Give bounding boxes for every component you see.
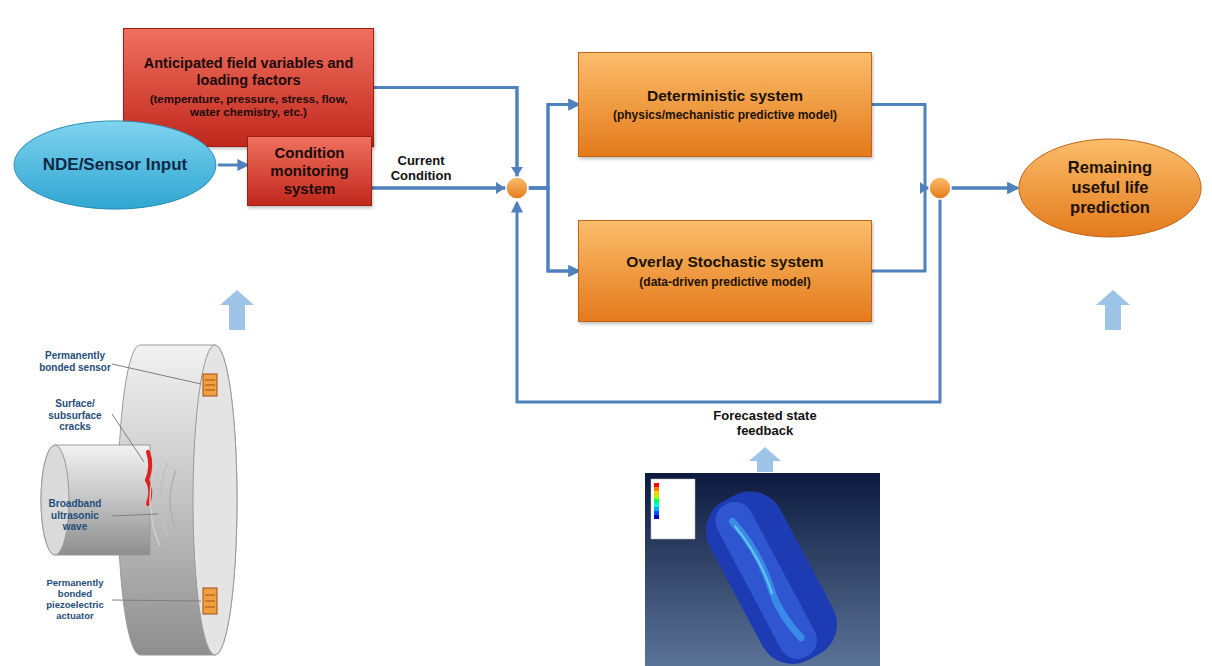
node-title: Anticipated field variables and loading … bbox=[134, 55, 363, 90]
junction-dot bbox=[506, 177, 528, 199]
node-title: Remaining useful life prediction bbox=[1047, 158, 1173, 217]
part-label: Permanently bonded piezoelectric actuato… bbox=[38, 578, 112, 622]
part-label: Permanently bonded sensor bbox=[38, 350, 112, 373]
node-subtitle: (physics/mechanistic predictive model) bbox=[613, 108, 837, 122]
flow-arrow bbox=[372, 105, 578, 189]
sensor-ellipse: NDE/Sensor Input bbox=[12, 120, 218, 210]
node-title: Deterministic system bbox=[647, 87, 803, 106]
arrow-head bbox=[511, 167, 523, 176]
node-title: NDE/Sensor Input bbox=[43, 155, 188, 175]
flow-arrow bbox=[872, 188, 1017, 271]
node-title: Condition monitoring system bbox=[256, 144, 363, 198]
flow-arrow bbox=[872, 105, 1017, 189]
feedback-label: Forecasted state feedback bbox=[700, 409, 830, 439]
node-subtitle: (data-driven predictive model) bbox=[639, 275, 810, 289]
output-ellipse: Remaining useful life prediction bbox=[1017, 138, 1203, 238]
arrow-head bbox=[920, 182, 928, 194]
model-box: Deterministic system (physics/mechanistic… bbox=[578, 52, 872, 157]
feedback-loop bbox=[517, 199, 940, 402]
model-box: Overlay Stochastic system (data-driven pr… bbox=[578, 220, 872, 322]
node-title: Overlay Stochastic system bbox=[626, 253, 823, 272]
process-box: Condition monitoring system bbox=[247, 136, 372, 206]
up-arrow bbox=[220, 290, 254, 330]
fea-stress-plot bbox=[645, 473, 880, 666]
node-subtitle: (temperature, pressure, stress, flow, wa… bbox=[134, 93, 363, 121]
up-arrow bbox=[749, 447, 781, 472]
edge-label: Current Condition bbox=[378, 154, 464, 184]
flow-arrow bbox=[372, 188, 578, 271]
part-label: Broadband ultrasonic wave bbox=[38, 498, 112, 533]
junction-dot bbox=[929, 177, 951, 199]
part-label: Surface/ subsurface cracks bbox=[38, 398, 112, 433]
flow-arrow bbox=[218, 164, 247, 167]
arrow-head bbox=[496, 182, 505, 194]
up-arrow bbox=[1096, 290, 1130, 330]
